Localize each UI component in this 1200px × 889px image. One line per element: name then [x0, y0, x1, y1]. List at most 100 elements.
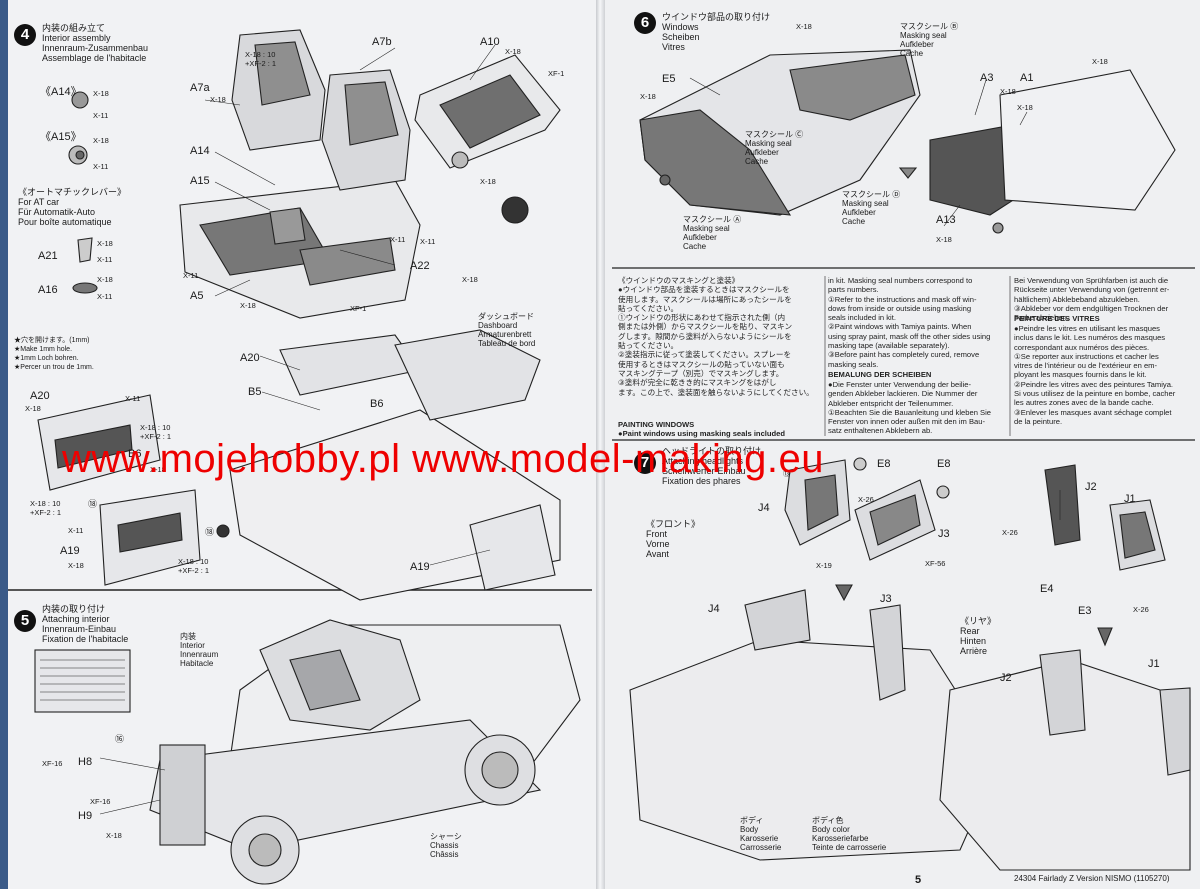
step-6-number: 6	[634, 12, 656, 34]
part-e8: E8	[877, 458, 891, 470]
part-b5: B5	[248, 386, 262, 398]
masking-seal-b: マスクシール Ⓑ Masking seal Aufkleber Cache	[900, 22, 959, 58]
part-a20-door: A20	[30, 390, 50, 402]
callout-x11: X-11	[97, 292, 113, 301]
callout-x18: X-18	[462, 275, 478, 284]
step-6-title: ウインドウ部品の取り付け Windows Scheiben Vitres	[662, 12, 771, 52]
part-a3: A3	[980, 72, 994, 84]
callout-x26: X-26	[858, 495, 874, 504]
step-5-title: 内装の取り付け Attaching interior Innenraum-Ein…	[42, 604, 129, 644]
part-e5: E5	[662, 73, 676, 85]
part-a22: A22	[410, 260, 430, 272]
part-j4: J4	[758, 502, 770, 514]
paint-mix-1: X-18 : 10	[30, 499, 61, 508]
watermark: www.mojehobby.pl www.model-making.eu	[62, 437, 825, 481]
ref-16: ⑯	[115, 734, 125, 744]
part-e8-b: E8	[937, 458, 951, 470]
ref-18: ⑱	[88, 499, 98, 509]
callout-x18: X-18	[505, 47, 521, 56]
callout-x18: X-18	[240, 301, 256, 310]
part-j4-front: J4	[708, 603, 720, 615]
callout-x18: X-18	[1017, 103, 1033, 112]
part-a5: A5	[190, 290, 204, 302]
callout-xf16: XF-16	[42, 759, 63, 768]
step-7-title: ヘッドライトの取り付け Attaching headlights Scheinw…	[662, 446, 762, 486]
page-number: 5	[915, 874, 922, 886]
part-j1-rear: J1	[1148, 658, 1160, 670]
callout-x19: X-19	[816, 561, 832, 570]
interior-label: 内装 Interior Innenraum Habitacle	[180, 632, 219, 668]
instructions-de-cont: Bei Verwendung von Sprühfarben ist auch …	[1014, 276, 1170, 323]
part-j1: J1	[1124, 493, 1136, 505]
step-5-number: 5	[14, 610, 36, 632]
label-a15: 《A15》	[40, 131, 82, 143]
dashboard-label: ダッシュボード Dashboard Armaturenbrett Tableau…	[478, 312, 536, 348]
callout-x18: X-18	[68, 561, 84, 570]
part-e4: E4	[1040, 583, 1054, 595]
body-label: ボディ Body Karosserie Carrosserie	[740, 816, 782, 852]
part-a19-tub: A19	[410, 561, 430, 573]
callout-x11: X-11	[420, 237, 436, 246]
part-b6-door: B6	[128, 448, 142, 460]
front-label: 《フロント》 Front Vorne Avant	[646, 519, 701, 559]
callout-x11: X-11	[125, 394, 141, 403]
part-a7b: A7b	[372, 36, 392, 48]
part-a21: A21	[38, 250, 58, 262]
callout-x18: X-18	[106, 831, 122, 840]
instructions-jp: 《ウインドウのマスキングと塗装》 ●ウインドウ部品を塗装するときはマスクシールを…	[618, 276, 814, 397]
callout-x18: X-18	[936, 235, 952, 244]
callout-x11: X-11	[68, 526, 84, 535]
part-a14: A14	[190, 145, 210, 157]
callout-x11: X-11	[390, 235, 406, 244]
paint-mix-1: X-18 : 10	[245, 50, 276, 59]
part-h8: H8	[78, 756, 93, 768]
ref-18: ⑱	[205, 527, 215, 537]
chassis-label: シャーシ Chassis Châssis	[430, 832, 462, 859]
callout-x18: X-18	[93, 136, 109, 145]
instructions-fr: ●Peindre les vitres en utilisant les mas…	[1014, 324, 1176, 426]
paint-mix-2: +XF-2 : 1	[140, 432, 172, 441]
callout-x18: X-18	[480, 177, 496, 186]
callout-x11: X-11	[93, 162, 109, 171]
paint-mix-1: X-18 : 10	[178, 557, 209, 566]
background-strip	[0, 0, 8, 889]
callout-x11: X-11	[183, 271, 199, 280]
callout-x18: X-18	[796, 22, 812, 31]
instructions-en: in kit. Masking seal numbers correspond …	[828, 276, 991, 369]
callout-xf16: XF-16	[90, 797, 111, 806]
callout-x18: X-18	[93, 89, 109, 98]
masking-seal-a: マスクシール Ⓐ Masking seal Aufkleber Cache	[683, 215, 742, 251]
callout-x18: X-18	[97, 275, 113, 284]
part-a15: A15	[190, 175, 210, 187]
masking-seal-c: マスクシール Ⓒ Masking seal Aufkleber Cache	[745, 130, 804, 166]
part-b6: B6	[370, 398, 384, 410]
part-j3-front: J3	[880, 593, 892, 605]
part-a7a: A7a	[190, 82, 210, 94]
part-a10: A10	[480, 36, 500, 48]
footer-code: 24304 Fairlady Z Version NISMO (1105270)	[1014, 874, 1170, 883]
part-h9: H9	[78, 810, 93, 822]
callout-x18: X-18	[25, 404, 41, 413]
instructions-fr-heading: PEINTURE DES VITRES	[1014, 314, 1100, 323]
auto-lever-note: 《オートマチックレバー》 For AT car Für Automatik-Au…	[18, 187, 127, 227]
step-4-title: 内装の組み立て Interior assembly Innenraum-Zusa…	[42, 23, 149, 63]
callout-x26: X-26	[1002, 528, 1018, 537]
instructions-de: ●Die Fenster unter Verwendung der beilie…	[828, 380, 992, 436]
part-a1: A1	[1020, 72, 1034, 84]
callout-xf56: XF-56	[925, 559, 946, 568]
paint-mix-2: +XF-2 : 1	[30, 508, 62, 517]
callout-x56: ⑬	[783, 469, 791, 478]
step-7-number: 7	[634, 452, 656, 474]
part-a13: A13	[936, 214, 956, 226]
part-a20: A20	[240, 352, 260, 364]
paint-mix-2: +XF-2 : 1	[245, 59, 277, 68]
step-4-number: 4	[14, 24, 36, 46]
page-fold	[596, 0, 605, 889]
callout-x18: X-18	[97, 239, 113, 248]
part-j3: J3	[938, 528, 950, 540]
paint-mix-2: +XF-2 : 1	[178, 566, 210, 575]
callout-x18: X-18	[1000, 87, 1016, 96]
painting-windows-en-start: PAINTING WINDOWS ●Paint windows using ma…	[618, 420, 786, 439]
callout-x18: X-18	[210, 95, 226, 104]
